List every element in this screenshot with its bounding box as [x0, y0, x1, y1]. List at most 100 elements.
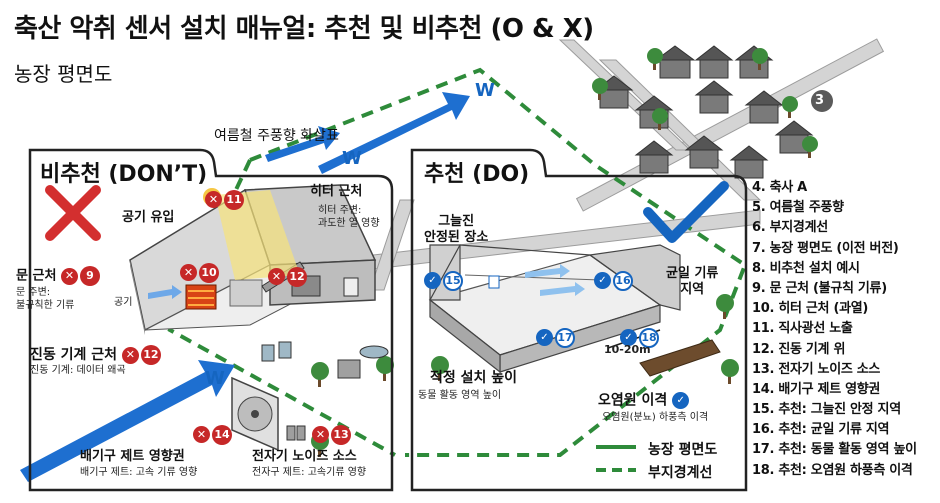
legend-item: 6. 부지경계선 — [752, 220, 828, 236]
intake-label: 공기 유입 — [122, 210, 175, 225]
legend-item: 13. 전자기 노이즈 소스 — [752, 361, 881, 377]
village-houses — [594, 45, 814, 179]
do-panel-frame — [410, 148, 748, 492]
marker-13: ✕13 — [312, 424, 351, 445]
electronic-label: 전자기 노이즈 소스 — [252, 449, 357, 464]
tree-icon — [802, 136, 818, 158]
trees — [311, 48, 818, 457]
badge-9: 9 — [79, 266, 100, 286]
source-label: 오염원 이격 ✓ — [598, 392, 691, 409]
house-icon — [634, 140, 674, 174]
x-badge-icon: ✕ — [180, 264, 197, 281]
legend-item: 12. 진동 기계 위 — [752, 341, 846, 357]
tree-icon — [376, 356, 394, 381]
x-badge-icon: ✕ — [205, 191, 222, 208]
legend-item: 14. 배기구 제트 영향권 — [752, 381, 881, 397]
x-badge-icon: ✕ — [312, 426, 329, 443]
check-badge-icon: ✓ — [424, 272, 441, 289]
legend-item: 16. 추천: 균일 기류 지역 — [752, 422, 890, 438]
height-sub: 동물 활동 영역 높이 — [418, 390, 502, 401]
badge-16: 16 — [613, 270, 633, 291]
plan-legend-label: 농장 평면도 — [648, 442, 718, 458]
air-word: 공기 — [114, 297, 133, 308]
legend-item: 11. 직사광선 노출 — [752, 321, 853, 337]
tree-icon — [592, 78, 608, 100]
badge-13: 13 — [331, 424, 351, 445]
marker-10: ✕10 — [180, 262, 219, 283]
heater-icon — [185, 284, 217, 310]
source-label-text: 오염원 이격 — [598, 392, 668, 409]
badge-12a: 12 — [287, 266, 307, 287]
height-label: 적정 설치 높이 — [430, 370, 518, 386]
tree-icon — [647, 48, 663, 70]
tree-icon — [716, 294, 734, 319]
vibration-label-text: 진동 기계 근처 — [30, 347, 118, 363]
check-badge-icon: ✓ — [620, 329, 637, 346]
marker-11: ✕11 — [205, 189, 244, 210]
electronic-device-icons — [286, 425, 306, 441]
door-label-text: 문 근처 — [16, 268, 57, 284]
summer-wind-label: 여름철 주풍향 화살표 — [214, 128, 339, 144]
tree-icon — [721, 359, 739, 384]
dont-panel-title: 비추천 (DON’T) — [40, 162, 208, 187]
wind-letter-mid: W — [342, 148, 362, 169]
exhaust-label: 배기구 제트 영향권 — [80, 449, 185, 464]
page-title: 축산 악취 센서 설치 매뉴얼: 추천 및 비추천 (O & X) — [14, 14, 594, 44]
badge-10: 10 — [199, 262, 219, 283]
badge-15: 15 — [443, 270, 463, 291]
numbered-legend: 4. 축사 A 5. 여름철 주풍향 6. 부지경계선 7. 농장 평면도 (이… — [752, 178, 917, 481]
house-icon — [744, 90, 784, 124]
even-flow-label: 균일 기류 지역 — [666, 266, 719, 297]
x-badge-icon: ✕ — [60, 267, 78, 285]
house-icon — [729, 145, 769, 179]
boundary-legend-label: 부지경계선 — [648, 465, 713, 481]
distance-label: 10-20m — [604, 343, 651, 356]
badge-18: 18 — [639, 327, 659, 348]
wind-letter-bottom: W — [205, 368, 225, 389]
heater-sub: 히터 주변: 과도한 열 영향 — [318, 205, 380, 229]
marker-14: ✕14 — [193, 424, 232, 445]
tree-icon — [752, 48, 768, 70]
house-icon — [694, 80, 734, 114]
vibration-label: 진동 기계 근처 ✕12 — [30, 345, 161, 365]
marker-15: ✓15 — [424, 270, 463, 291]
dont-panel-frame — [28, 148, 394, 492]
exhaust-sub: 배기구 제트: 고속 기류 영향 — [80, 467, 198, 478]
area-3-marker-icon — [811, 90, 833, 112]
badge-17: 17 — [555, 327, 575, 348]
tree-icon — [652, 108, 668, 130]
wind-arrow-icon — [20, 92, 470, 482]
legend-item: 4. 축사 A — [752, 180, 807, 195]
badge-12b: 12 — [140, 345, 161, 365]
do-panel-title: 추천 (DO) — [424, 162, 530, 187]
check-mark-icon — [643, 181, 729, 243]
exhaust-fan-icon — [231, 376, 279, 452]
shade-label: 그늘진 안정된 장소 — [424, 214, 489, 245]
house-icon — [654, 45, 696, 79]
x-badge-icon: ✕ — [193, 426, 210, 443]
house-icon — [774, 120, 814, 154]
tree-icon — [782, 96, 798, 118]
legend-item: 5. 여름철 주풍향 — [752, 200, 844, 216]
page-subtitle: 농장 평면도 — [14, 62, 113, 86]
tree-icon — [431, 356, 449, 381]
house-icon — [684, 135, 724, 169]
heater-label: 히터 근처 — [310, 184, 363, 199]
door-sub: 문 주변: 불규칙한 기류 — [16, 287, 75, 311]
check-badge-icon: ✓ — [536, 329, 553, 346]
marker-17: ✓17 — [536, 327, 575, 348]
marker-12a: ✕12 — [268, 266, 307, 287]
door-label: 문 근처 ✕9 — [16, 266, 100, 286]
check-badge-icon: ✓ — [672, 392, 690, 409]
legend-item: 18. 추천: 오염원 하풍측 이격 — [752, 462, 913, 478]
check-badge-icon: ✓ — [594, 272, 611, 289]
house-icon — [694, 45, 734, 79]
vibration-sub: 진동 기계: 데이터 왜곡 — [30, 365, 126, 376]
legend-item: 10. 히터 근처 (과열) — [752, 301, 869, 317]
marker-16: ✓16 — [594, 270, 633, 291]
x-badge-icon: ✕ — [121, 346, 139, 364]
legend-item: 15. 추천: 그늘진 안정 지역 — [752, 402, 901, 418]
badge-14: 14 — [212, 424, 232, 445]
x-mark-icon — [45, 185, 101, 241]
